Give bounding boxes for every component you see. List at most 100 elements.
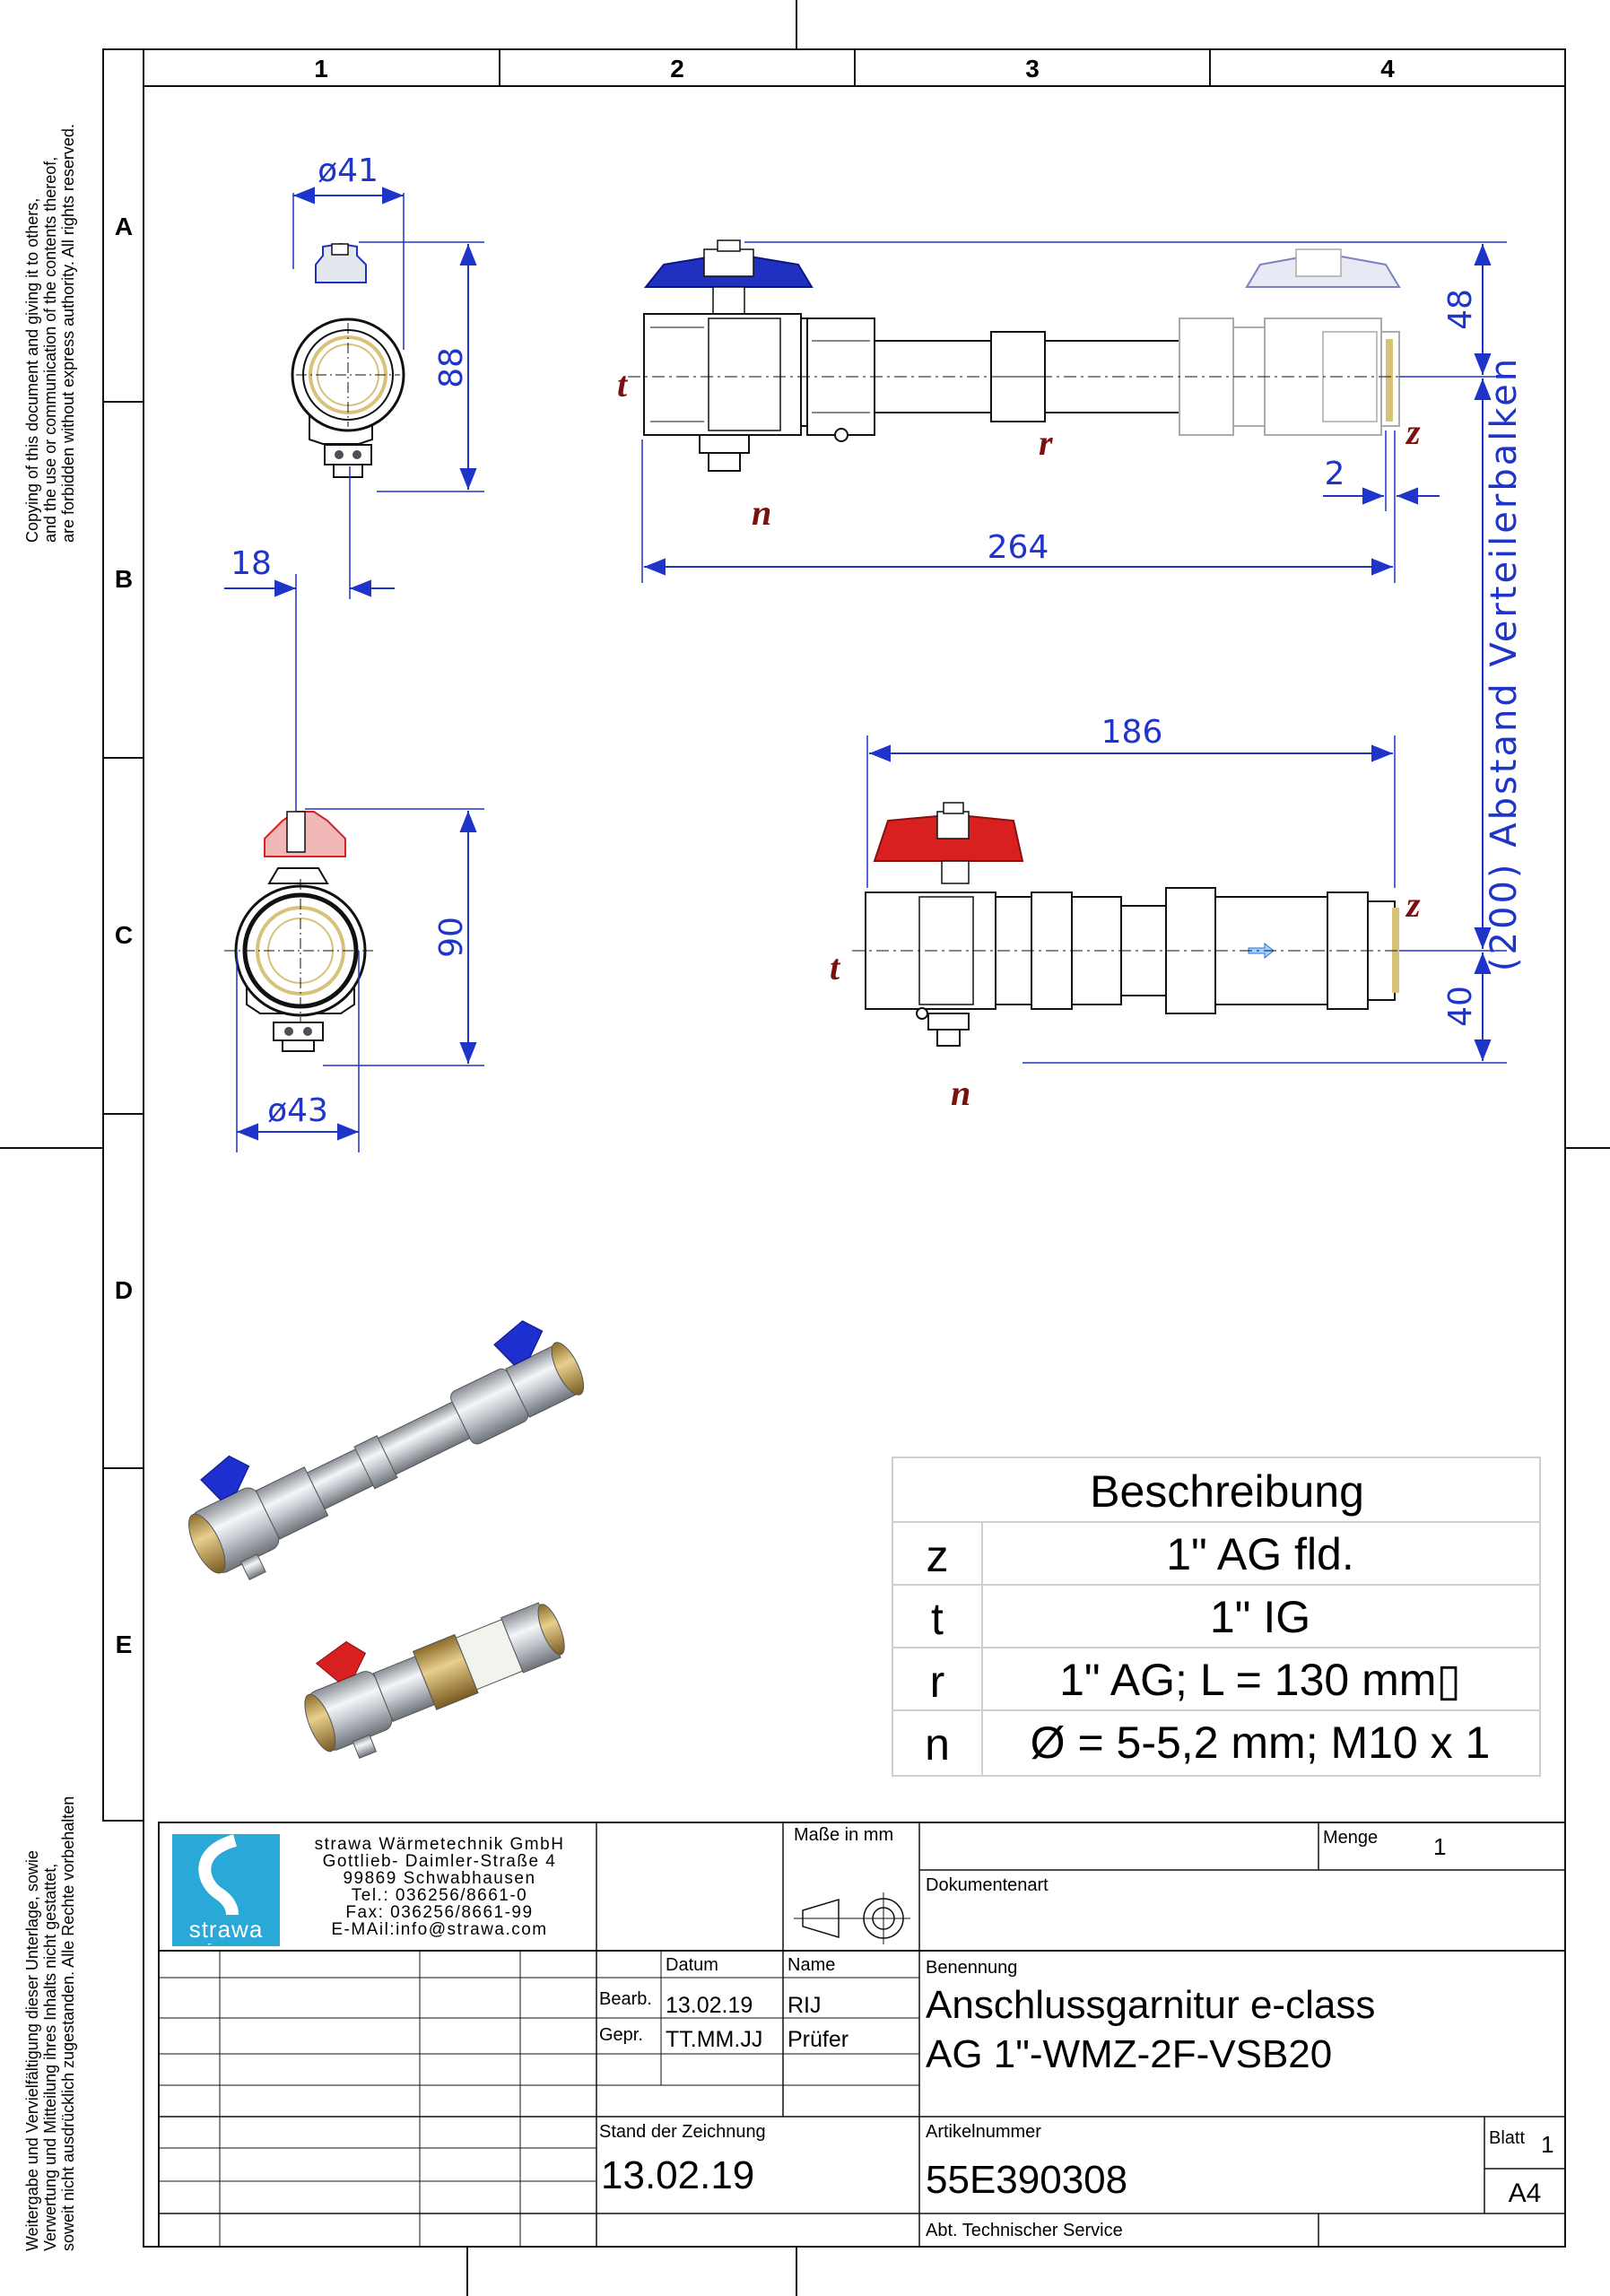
gepr-name: Prüfer [788, 2027, 849, 2052]
grid-column-4: 4 [1380, 55, 1395, 83]
svg-text:18: 18 [231, 545, 272, 582]
svg-text:(200) Abstand Verteilerbalken: (200) Abstand Verteilerbalken [1484, 356, 1525, 971]
description-table: Beschreibung z 1" AG fld. t 1" IG r 1" A… [892, 1457, 1541, 1777]
dimension-88: 88 [359, 241, 484, 492]
svg-text:264: 264 [988, 529, 1049, 566]
svg-text:Gottlieb- Daimler-Straße 4: Gottlieb- Daimler-Straße 4 [323, 1852, 557, 1871]
datum-label: Datum [666, 1955, 718, 1975]
paper-format: A4 [1509, 2179, 1542, 2208]
row-key-t: t [931, 1594, 944, 1644]
label-t-bottom: t [830, 947, 841, 987]
svg-text:90: 90 [433, 917, 470, 958]
row-key-r: r [930, 1657, 945, 1707]
svg-text:strawa Wärmetechnik GmbH: strawa Wärmetechnik GmbH [315, 1835, 565, 1854]
gepr-date: TT.MM.JJ [666, 2027, 762, 2052]
row-value-t: 1" IG [1210, 1592, 1310, 1642]
article-label: Artikelnummer [926, 2122, 1041, 2142]
svg-text:99869 Schwabhausen: 99869 Schwabhausen [343, 1869, 535, 1888]
dimension-90: 90 [305, 808, 484, 1066]
render-long-assembly [188, 1320, 585, 1581]
label-r: r [1039, 422, 1053, 463]
gepr-label: Gepr. [599, 2025, 643, 2045]
grid-row-D: D [115, 1276, 133, 1304]
bearb-label: Bearb. [599, 1989, 652, 2009]
svg-text:strawa: strawa [189, 1916, 264, 1943]
svg-text:and the use or communication o: and the use or communication of the cont… [41, 157, 59, 543]
projection-symbol [794, 1892, 910, 1944]
dimension-40: 40 [1023, 950, 1507, 1064]
quantity-value: 1 [1433, 1833, 1446, 1860]
row-key-n: n [925, 1719, 950, 1770]
label-z-bottom: z [1405, 884, 1421, 925]
benennung-label: Benennung [926, 1958, 1017, 1978]
svg-text:are forbidden without express: are forbidden without express authority.… [59, 124, 77, 543]
svg-text:ø43: ø43 [267, 1092, 328, 1129]
title-block: strawa strawa Wärmetechnik GmbH Gottlieb… [158, 1822, 1566, 2248]
drawing-title-line2: AG 1"-WMZ-2F-VSB20 [926, 2032, 1332, 2076]
dimension-264: 264 [641, 430, 1396, 583]
grid-row-B: B [115, 565, 133, 593]
svg-text:Copying of this document and g: Copying of this document and giving it t… [23, 198, 41, 543]
svg-text:Verwertung und Mitteilung ihre: Verwertung und Mitteilung ihres Inhalts … [41, 1864, 59, 2251]
copyright-notice-de: Weitergabe und Vervielfältigung dieser U… [23, 1796, 77, 2251]
strawa-logo: strawa [172, 1834, 280, 1946]
bearb-name: RIJ [788, 1993, 822, 2018]
article-number: 55E390308 [926, 2158, 1127, 2202]
svg-text:Fax: 036256/8661-99: Fax: 036256/8661-99 [345, 1903, 533, 1922]
label-z-top: z [1405, 412, 1421, 452]
row-value-n: Ø = 5-5,2 mm; M10 x 1 [1031, 1718, 1491, 1768]
grid-row-E: E [116, 1631, 133, 1658]
row-key-z: z [927, 1531, 949, 1581]
side-view-long-assembly [628, 239, 1413, 472]
grid-column-2: 2 [670, 55, 684, 83]
department-label: Abt. Technischer Service [926, 2221, 1123, 2240]
description-header: Beschreibung [1090, 1466, 1364, 1517]
dimension-18: 18 [224, 466, 395, 825]
render-short-assembly [304, 1602, 565, 1760]
units-label: Maße in mm [794, 1825, 893, 1845]
dimension-2: 2 [1323, 430, 1440, 511]
stand-label: Stand der Zeichnung [599, 2122, 766, 2142]
sheet-label: Blatt [1489, 2128, 1525, 2148]
dimension-d43: ø43 [236, 951, 360, 1152]
copyright-notice-en: Copying of this document and giving it t… [23, 124, 77, 543]
svg-text:186: 186 [1101, 714, 1163, 751]
svg-text:40: 40 [1442, 986, 1479, 1027]
company-address: strawa Wärmetechnik GmbH Gottlieb- Daiml… [315, 1835, 565, 1939]
grid-column-3: 3 [1025, 55, 1040, 83]
svg-text:Tel.: 036256/8661-0: Tel.: 036256/8661-0 [352, 1886, 527, 1905]
name-label: Name [788, 1955, 835, 1975]
connection-labels: t n r z t n z [617, 364, 1421, 1113]
end-view-red-valve [224, 811, 377, 1052]
grid-row-C: C [115, 921, 133, 949]
row-value-z: 1" AG fld. [1166, 1529, 1354, 1579]
sheet-value: 1 [1541, 2131, 1553, 2158]
grid-column-labels: 1 2 3 4 [314, 55, 1395, 83]
svg-text:88: 88 [433, 347, 470, 388]
grid-column-1: 1 [314, 55, 328, 83]
drawing-title-line1: Anschlussgarnitur e-class [926, 1983, 1375, 2027]
grid-row-labels: A B C D E [115, 213, 133, 1658]
side-view-short-assembly [852, 802, 1413, 1047]
svg-text:E-MAil:info@strawa.com: E-MAil:info@strawa.com [331, 1920, 547, 1939]
bearb-date: 13.02.19 [666, 1993, 753, 2018]
svg-text:48: 48 [1442, 289, 1479, 330]
label-n-top: n [752, 492, 771, 533]
svg-text:2: 2 [1325, 456, 1345, 492]
end-view-blue-valve [291, 242, 405, 478]
grid-row-A: A [115, 213, 133, 240]
quantity-label: Menge [1323, 1828, 1378, 1848]
label-n-bottom: n [951, 1073, 970, 1113]
doctype-label: Dokumentenart [926, 1875, 1049, 1895]
svg-text:soweit nicht ausdrücklich zuge: soweit nicht ausdrücklich zugestanden. A… [59, 1796, 77, 2251]
dimension-186: 186 [866, 714, 1396, 888]
stand-value: 13.02.19 [601, 2153, 754, 2197]
row-value-r: 1" AG; L = 130 mm▯ [1059, 1655, 1461, 1705]
dimension-48: 48 [744, 241, 1507, 378]
label-t-top: t [617, 364, 629, 404]
svg-text:Weitergabe und Vervielfältigun: Weitergabe und Vervielfältigung dieser U… [23, 1850, 41, 2251]
dimension-spacing-200: (200) Abstand Verteilerbalken [1474, 356, 1525, 971]
dimension-d41: ø41 [292, 152, 405, 350]
